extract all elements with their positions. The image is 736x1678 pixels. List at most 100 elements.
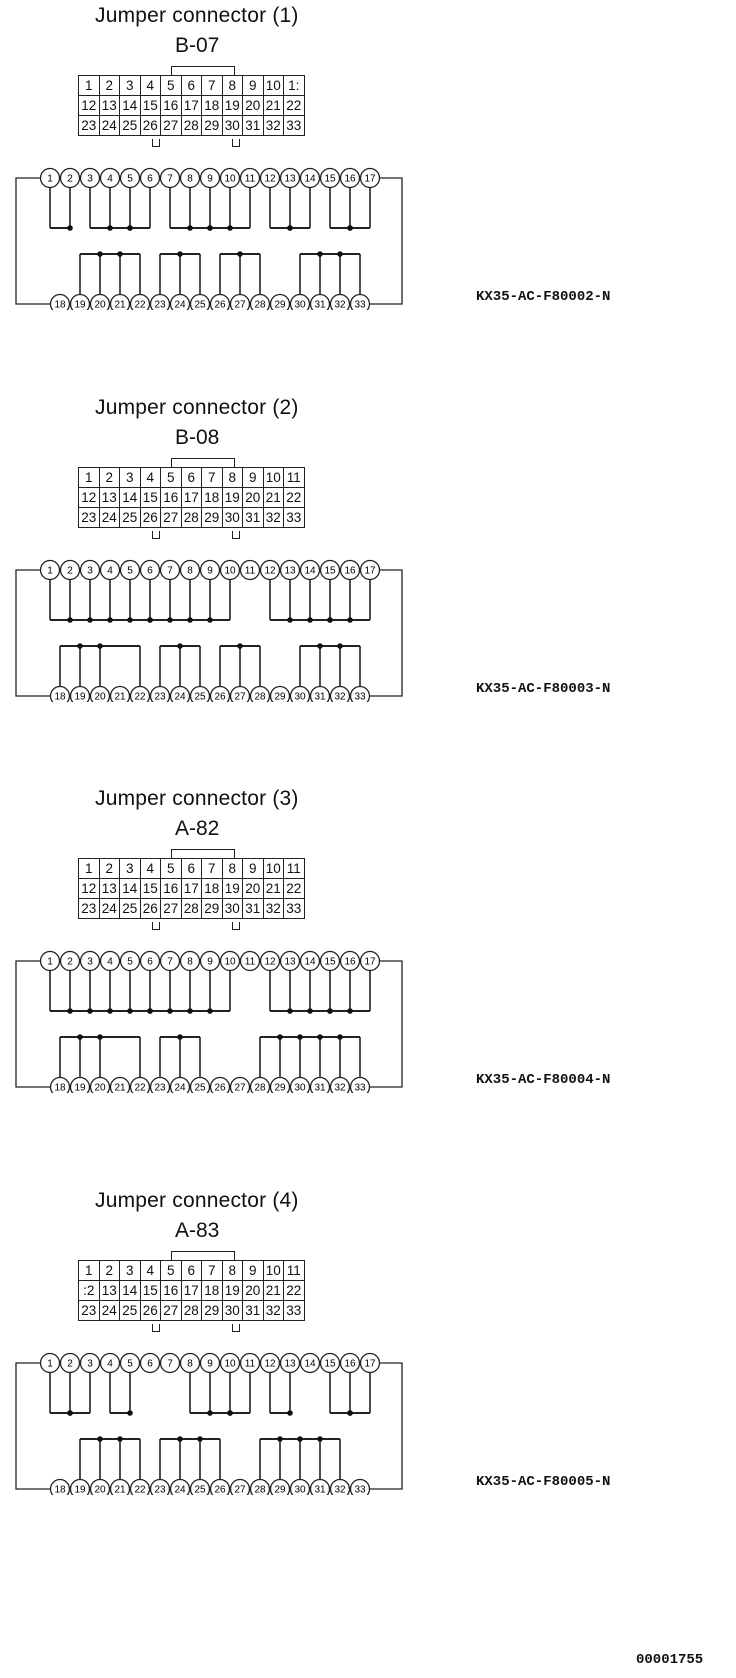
grid-cell: 11: [283, 1260, 305, 1281]
grid-cell: 24: [98, 115, 120, 136]
grid-cell: 32: [262, 507, 284, 528]
junction-dot: [87, 1008, 93, 1014]
grid-cell: 21: [262, 1280, 284, 1301]
pin-circle: [209, 685, 231, 702]
pin-label: 15: [324, 566, 336, 577]
grid-cell: 33: [283, 1300, 305, 1321]
grid-cell: 15: [139, 1280, 161, 1301]
junction-dot: [207, 225, 213, 231]
pin-label: 10: [224, 957, 236, 968]
junction-dot: [177, 643, 183, 649]
pin-circle: [349, 1076, 371, 1093]
pin-label: 19: [74, 1485, 86, 1495]
junction-dot: [287, 225, 293, 231]
pin-circle: [219, 950, 241, 972]
pin-label: 16: [344, 957, 356, 968]
grid-cell: 10: [262, 1260, 284, 1281]
pin-label: 26: [214, 1485, 226, 1495]
pin-label: 17: [364, 566, 376, 577]
pin-label: 3: [87, 566, 93, 577]
junction-dot: [107, 617, 113, 623]
grid-cell: 6: [180, 467, 202, 488]
grid-cell: 1: [78, 1260, 100, 1281]
grid-cell: 16: [160, 1280, 182, 1301]
pin-circle: [309, 685, 331, 702]
junction-dot: [207, 617, 213, 623]
pin-circle: [129, 685, 151, 702]
pin-label: 26: [214, 1083, 226, 1093]
junction-dot: [287, 1008, 293, 1014]
grid-cell: 8: [221, 1260, 243, 1281]
pin-label: 19: [74, 1083, 86, 1093]
junction-dot: [347, 225, 353, 231]
pin-circle: [59, 1352, 81, 1374]
grid-cell: 32: [262, 898, 284, 919]
grid-cell: 20: [242, 1280, 264, 1301]
pin-label: 22: [134, 1083, 146, 1093]
pin-label: 3: [87, 1359, 93, 1370]
pin-label: 32: [334, 300, 346, 310]
junction-dot: [67, 1410, 73, 1416]
grid-cell: 26: [139, 898, 161, 919]
pin-circle: [139, 167, 161, 189]
pin-label: 25: [194, 692, 206, 702]
pin-circle: [329, 293, 351, 310]
pin-label: 6: [147, 566, 153, 577]
pin-circle: [99, 1352, 121, 1374]
pin-circle: [89, 1478, 111, 1495]
grid-cell: 25: [119, 1300, 141, 1321]
pin-label: 24: [174, 692, 186, 702]
pin-label: 1: [47, 1359, 53, 1370]
pin-label: 14: [304, 566, 316, 577]
pin-label: 23: [154, 1083, 166, 1093]
grid-cell: 1:: [283, 75, 305, 96]
junction-dot: [107, 225, 113, 231]
pin-circle: [39, 167, 61, 189]
pin-label: 4: [107, 957, 113, 968]
pin-label: 2: [67, 1359, 73, 1370]
pin-circle: [99, 950, 121, 972]
grid-cell: 30: [221, 115, 243, 136]
grid-cell: 4: [139, 75, 161, 96]
connector-tab: [232, 139, 240, 147]
junction-dot: [127, 1008, 133, 1014]
grid-cell: 13: [98, 487, 120, 508]
pin-circle: [129, 293, 151, 310]
pin-label: 31: [314, 1083, 326, 1093]
pin-circle: [109, 1076, 131, 1093]
grid-cell: 5: [160, 1260, 182, 1281]
pin-circle: [119, 559, 141, 581]
pin-circle: [139, 950, 161, 972]
pin-label: 23: [154, 692, 166, 702]
grid-cell: 14: [119, 878, 141, 899]
pin-circle: [159, 1352, 181, 1374]
pin-circle: [169, 1076, 191, 1093]
connector-tab: [152, 922, 160, 930]
pin-circle: [329, 685, 351, 702]
grid-cell: 5: [160, 858, 182, 879]
pin-circle: [179, 950, 201, 972]
grid-cell: 2: [98, 467, 120, 488]
pin-circle: [49, 1478, 71, 1495]
pin-circle: [289, 1076, 311, 1093]
grid-cell: 2: [98, 858, 120, 879]
grid-cell: 28: [180, 115, 202, 136]
pin-circle: [209, 1076, 231, 1093]
pin-circle: [349, 293, 371, 310]
pin-circle: [229, 1076, 251, 1093]
pin-label: 8: [187, 566, 193, 577]
grid-cell: 9: [242, 75, 264, 96]
part-number: KX35-AC-F80004-N: [476, 1072, 611, 1088]
grid-cell: 13: [98, 878, 120, 899]
grid-cell: 17: [180, 878, 202, 899]
pin-circle: [109, 293, 131, 310]
junction-dot: [307, 1008, 313, 1014]
pin-label: 7: [167, 957, 173, 968]
grid-cell: 4: [139, 1260, 161, 1281]
pin-label: 19: [74, 692, 86, 702]
pin-circle: [259, 167, 281, 189]
pin-circle: [239, 950, 261, 972]
pin-circle: [299, 559, 321, 581]
frame-line-left: [15, 569, 51, 697]
